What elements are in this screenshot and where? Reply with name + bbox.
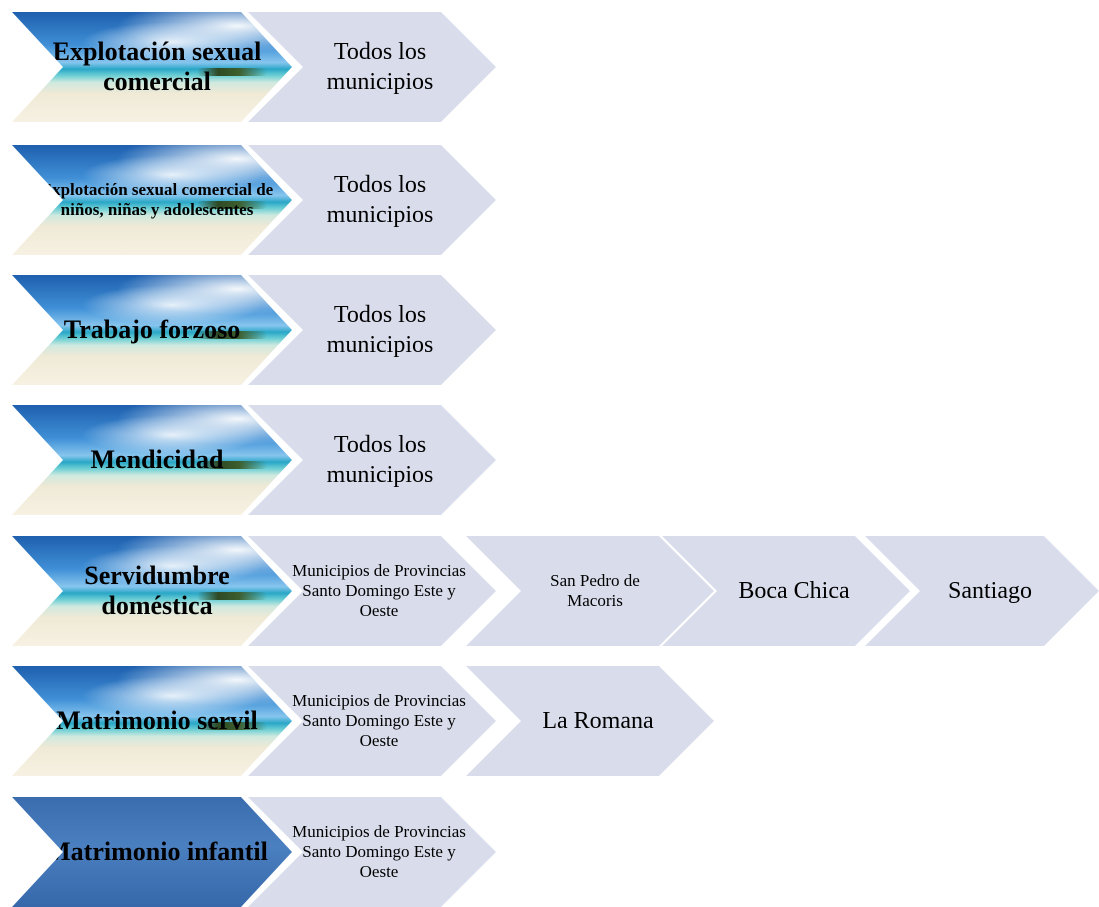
header-label: Mendicidad <box>90 445 224 474</box>
header-label: Explotación sexual comercial <box>52 37 262 96</box>
palm-tree-icon <box>197 331 267 339</box>
palm-tree-icon <box>197 201 267 209</box>
header-chevron: Mendicidad <box>12 405 292 515</box>
step-chevron: San Pedro de Macoris <box>466 536 714 646</box>
palm-tree-icon <box>197 68 267 76</box>
palm-tree-icon <box>197 722 267 730</box>
palm-tree-icon <box>197 592 267 600</box>
header-chevron: Servidumbre doméstica <box>12 536 292 646</box>
step-label: La Romana <box>542 708 654 734</box>
header-label: Servidumbre doméstica <box>84 561 230 620</box>
header-chevron: Trabajo forzoso <box>12 275 292 385</box>
step-label: Todos los municipios <box>326 172 434 228</box>
palm-tree-icon <box>197 461 267 469</box>
step-label: Santiago <box>948 578 1032 604</box>
step-label: Municipios de Provincias Santo Domingo E… <box>292 691 466 750</box>
header-chevron: Explotación sexual comercial de niños, n… <box>12 145 292 255</box>
step-chevron: Municipios de Provincias Santo Domingo E… <box>248 797 496 907</box>
header-label: Matrimonio infantil <box>46 837 268 866</box>
step-label: Municipios de Provincias Santo Domingo E… <box>292 561 466 620</box>
header-chevron: Matrimonio infantil <box>12 797 292 907</box>
header-chevron: Explotación sexual comercial <box>12 12 292 122</box>
step-label: San Pedro de Macoris <box>550 571 640 610</box>
header-chevron: Matrimonio servil <box>12 666 292 776</box>
step-label: Municipios de Provincias Santo Domingo E… <box>292 822 466 881</box>
step-label: Todos los municipios <box>326 39 434 95</box>
header-label: Explotación sexual comercial de niños, n… <box>40 180 274 219</box>
step-chevron: La Romana <box>466 666 714 776</box>
step-label: Todos los municipios <box>326 302 434 358</box>
step-label: Boca Chica <box>738 578 850 604</box>
step-label: Todos los municipios <box>326 432 434 488</box>
header-label: Trabajo forzoso <box>63 315 241 344</box>
header-label: Matrimonio servil <box>56 706 258 735</box>
